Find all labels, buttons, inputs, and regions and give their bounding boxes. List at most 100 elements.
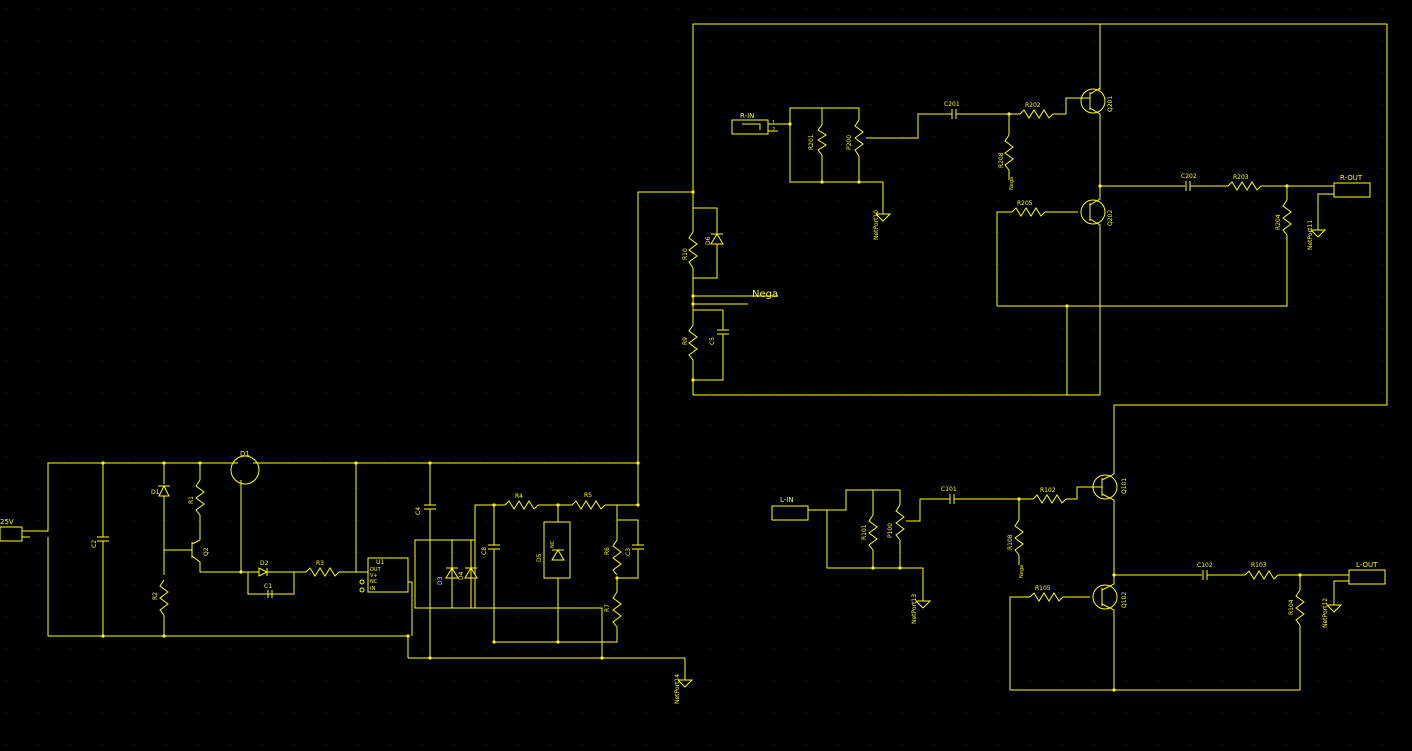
d3-label: D3 xyxy=(437,576,444,585)
u1-pin-vplus: V+ xyxy=(370,573,378,579)
r3-label: R3 xyxy=(316,560,324,567)
junction-dot xyxy=(1098,184,1102,188)
r108-nega-tag: Nega xyxy=(1019,565,1025,578)
q1-label: D1 xyxy=(240,450,250,458)
r208-label: R208 xyxy=(998,152,1005,168)
power-label: 25V xyxy=(0,518,14,526)
junction-dot xyxy=(101,461,105,465)
c4-label: C4 xyxy=(415,507,422,515)
q201-label: Q201 xyxy=(1107,96,1114,112)
c202-label: C202 xyxy=(1181,173,1197,180)
r203-label: R203 xyxy=(1233,174,1249,181)
grid-dots xyxy=(6,8,1383,745)
junction-dot xyxy=(406,634,410,638)
right-channel: R-IN 12 R201 P200 NetPort10 C201 xyxy=(731,24,1371,395)
junction-dot xyxy=(492,640,496,644)
p100-label: P100 xyxy=(887,523,894,538)
l-in-connector[interactable] xyxy=(771,505,809,521)
q202-label: Q202 xyxy=(1107,210,1114,226)
r1-label: R1 xyxy=(188,496,195,504)
r4-label: R4 xyxy=(515,493,523,500)
r9-label: R9 xyxy=(682,337,689,345)
junction-dot xyxy=(691,378,695,382)
c2-label: C2 xyxy=(91,540,98,548)
r10-label: R10 xyxy=(682,248,689,260)
c1-label: C1 xyxy=(264,583,272,590)
u1-pin-nc: NC xyxy=(370,579,378,585)
r108-label: R108 xyxy=(1007,534,1014,550)
junction-dot xyxy=(162,634,166,638)
d5-block xyxy=(543,521,571,579)
d5-nc: NC xyxy=(550,540,556,548)
junction-dot xyxy=(636,461,640,465)
r-in-label: R-IN xyxy=(740,112,754,120)
junction-dot xyxy=(636,503,640,507)
q201-transistor xyxy=(1080,88,1106,114)
junction-dot xyxy=(428,461,432,465)
nega-bias-section: R10 D6 Nega R9 C5 xyxy=(682,207,1100,396)
r5-label: R5 xyxy=(584,492,592,499)
r201-label: R201 xyxy=(808,134,815,150)
p200-label: P200 xyxy=(846,135,853,150)
junction-dot xyxy=(788,122,792,126)
junction-dot xyxy=(556,503,560,507)
junction-dot xyxy=(691,294,695,298)
junction-dot xyxy=(857,180,861,184)
l-out-connector[interactable] xyxy=(1348,569,1386,585)
nega-net-label: Nega xyxy=(752,289,778,300)
d6-label: D6 xyxy=(705,236,712,245)
r202-label: R202 xyxy=(1025,102,1041,109)
q202-transistor xyxy=(1080,199,1106,225)
c201-label: C201 xyxy=(944,101,960,108)
u1-pin-in: IN xyxy=(370,586,375,592)
junction-dot xyxy=(1007,112,1011,116)
junction-dot xyxy=(820,180,824,184)
junction-dot xyxy=(691,302,695,306)
r7-label: R7 xyxy=(604,604,611,612)
r105-label: R105 xyxy=(1035,585,1051,592)
netport14-label: NetPort14 xyxy=(674,674,681,704)
u1-pin-out: OUT xyxy=(370,567,382,573)
netport13-label: NetPort13 xyxy=(911,594,918,624)
r2-label: R2 xyxy=(152,592,159,600)
d1-zener-label: D1 xyxy=(151,489,160,496)
r-out-connector[interactable] xyxy=(1333,182,1371,198)
r208-nega-tag: Nega xyxy=(1009,177,1015,190)
r-in-connector[interactable] xyxy=(731,119,769,135)
left-channel: L-IN R101 P100 NetPort13 C101 R102 R108 … xyxy=(771,465,1386,691)
junction-dot xyxy=(1065,304,1069,308)
junction-dot xyxy=(1017,497,1021,501)
c102-label: C102 xyxy=(1197,562,1213,569)
junction-dot xyxy=(615,576,619,580)
r204-label: R204 xyxy=(1275,214,1282,230)
junction-dot xyxy=(1112,688,1116,692)
r205-label: R205 xyxy=(1017,200,1033,207)
power-connector[interactable] xyxy=(0,526,23,542)
junction-dot xyxy=(871,566,875,570)
netport11-label: NetPort11 xyxy=(1307,220,1314,250)
r102-label: R102 xyxy=(1040,487,1056,494)
u1-label: U1 xyxy=(376,559,384,566)
q1-power-transistor xyxy=(230,455,260,485)
u1-regulator xyxy=(367,557,409,593)
r-out-label: R-OUT xyxy=(1340,174,1363,182)
junction-dot xyxy=(239,570,243,574)
svg-text:1: 1 xyxy=(772,120,775,126)
c101-label: C101 xyxy=(941,486,957,493)
junction-dot xyxy=(691,190,695,194)
top-frame-wires xyxy=(637,23,1388,465)
q2-label: Q2 xyxy=(203,547,210,556)
junction-dot xyxy=(492,503,496,507)
junction-dot xyxy=(600,656,604,660)
r104-label: R104 xyxy=(1288,599,1295,615)
junction-dot xyxy=(1112,573,1116,577)
power-supply: 25V C2 D1 R2 R1 Q2 D1 xyxy=(0,450,694,704)
l-in-label: L-IN xyxy=(780,496,794,504)
netport12-label: NetPort12 xyxy=(1322,598,1329,628)
d2-label: D2 xyxy=(260,560,269,567)
q102-label: Q102 xyxy=(1121,592,1128,608)
junction-dot xyxy=(354,461,358,465)
d4-label: D4 xyxy=(458,571,465,580)
junction-dot xyxy=(898,566,902,570)
